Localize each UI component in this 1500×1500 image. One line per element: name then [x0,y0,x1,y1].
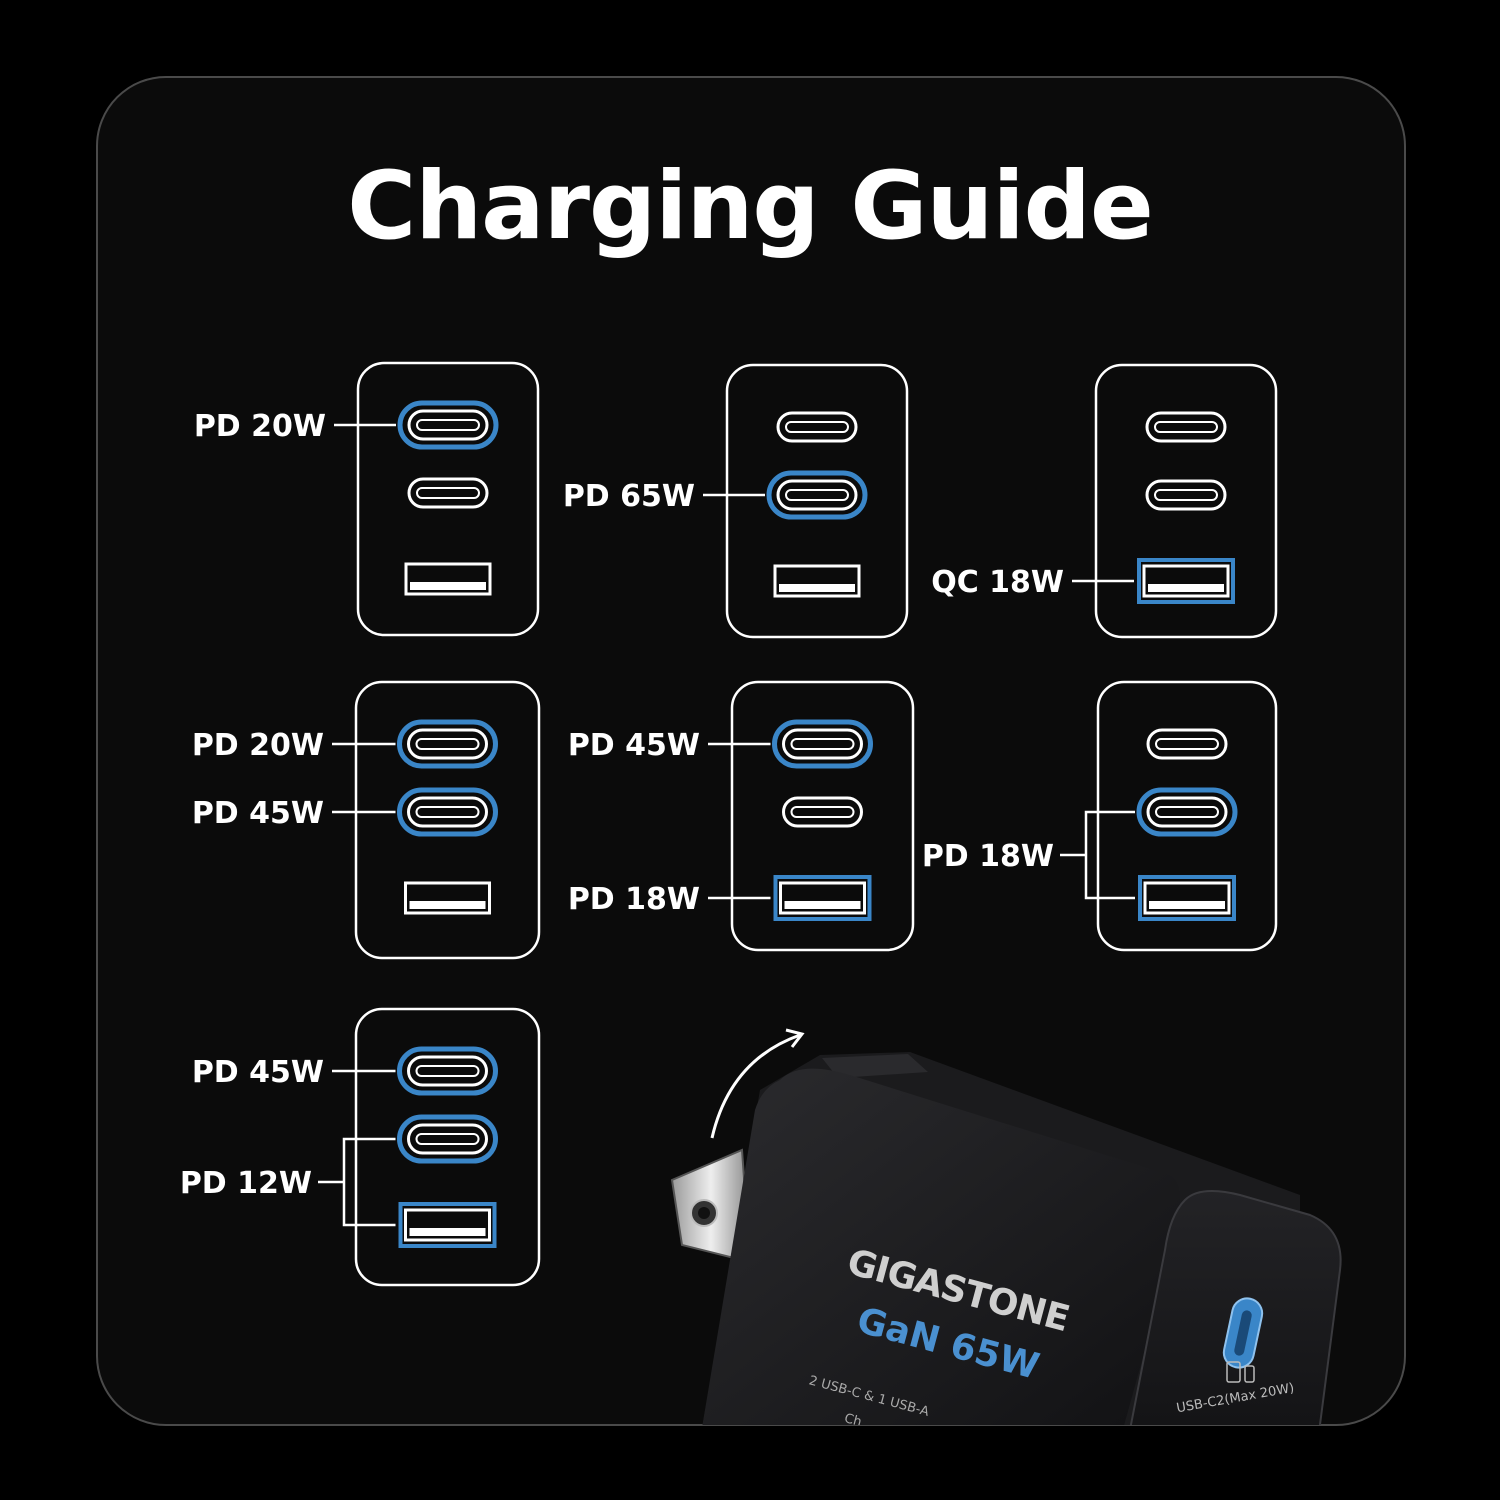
usb-a-port-icon [404,562,492,596]
usb-c-port-active-icon [772,719,873,769]
rotate-arrow-icon [710,1033,801,1139]
charger-outline [1094,363,1278,639]
usb-c-port-active-icon [397,1114,498,1164]
wattage-label: PD 45W [568,728,700,763]
charger-outline [356,361,540,637]
wattage-label: PD 12W [180,1166,312,1201]
wattage-label: PD 20W [192,728,324,763]
usb-c-port-icon [776,411,858,443]
wattage-label: QC 18W [931,565,1064,600]
charger-outline [354,680,541,960]
usb-a-port-icon [404,881,491,915]
label-bracket [1084,810,1135,900]
config-card-5: PD 45W PD 18W [568,680,915,952]
charger-usb-c-port [1222,1297,1264,1369]
wattage-label: PD 65W [563,479,695,514]
charger-spec-line-2: Ch [843,1411,864,1430]
charging-configs: PD 20W PD 65W QC 18W PD 20W PD 45W PD 45W PD 1… [180,361,1278,1287]
rotate-arrowhead-icon [785,1028,805,1048]
device-icon [1226,1361,1255,1383]
wattage-label: PD 45W [192,796,324,831]
usb-c-port-active-icon [397,719,498,769]
usb-c-port-active-icon [766,470,868,520]
usb-a-port-active-icon [1137,558,1235,604]
usb-c-port-icon [1146,728,1228,760]
charger-body [700,1068,1180,1425]
usb-c-port-icon [1145,411,1227,443]
config-card-1: PD 20W [194,361,540,637]
config-card-2: PD 65W [563,363,909,639]
usb-c-port-icon [407,477,489,509]
usb-a-port-active-icon [398,1202,497,1248]
usb-c-port-active-icon [1136,787,1238,837]
page-title: Charging Guide [347,152,1153,261]
config-card-7: PD 45W PD 12W [180,1007,541,1287]
usb-a-port-active-icon [1138,875,1236,921]
usb-c-port-active-icon [397,400,499,450]
usb-c-port-icon [1145,479,1227,511]
usb-c-port-icon [782,796,863,828]
config-card-3: QC 18W [931,363,1278,639]
wattage-label: PD 20W [194,409,326,444]
charger-outline [354,1007,541,1287]
charger-illustration: USB-C2(Max 20W) GIGASTONE GaN 65W 2 USB-… [670,1028,1342,1430]
usb-c-port-active-icon [397,1046,498,1096]
usb-c-port-active-icon [397,787,498,837]
charger-outline [725,363,909,639]
wattage-label: PD 18W [568,882,700,917]
config-card-4: PD 20W PD 45W [192,680,541,960]
wattage-label: PD 18W [922,839,1054,874]
plug-prong-icon [670,1148,752,1264]
usb-a-port-active-icon [773,875,872,921]
charger-outline [730,680,915,952]
wattage-label: PD 45W [192,1055,324,1090]
charger-outline [1096,680,1278,952]
usb-a-port-icon [773,564,861,598]
label-bracket [342,1137,396,1227]
config-card-6: PD 18W [922,680,1278,952]
